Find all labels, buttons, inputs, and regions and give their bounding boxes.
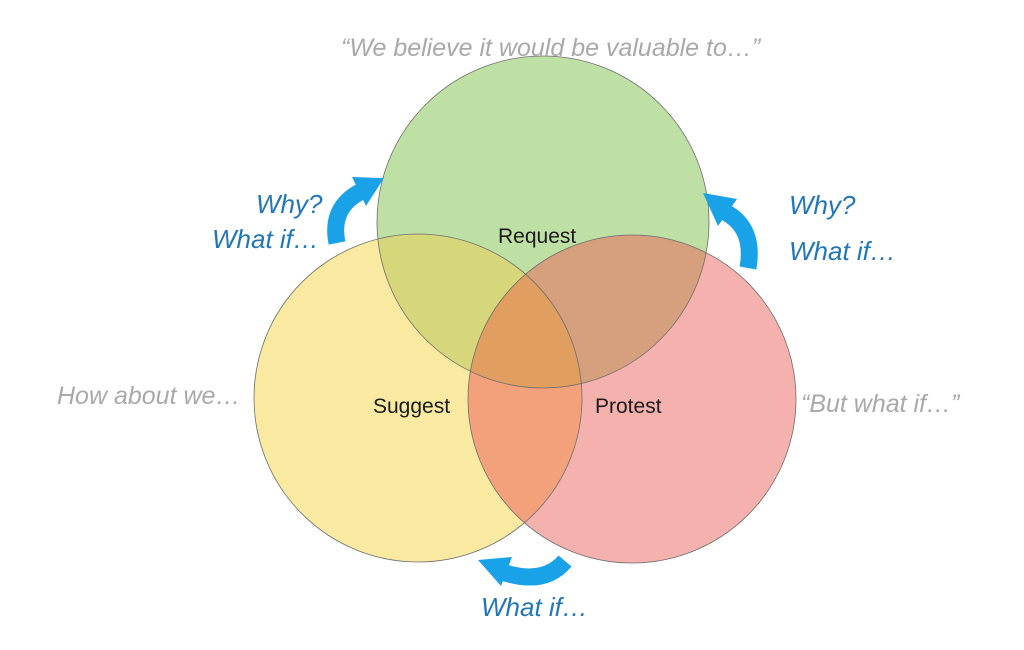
suggest-to-request-arrow-icon (327, 177, 384, 245)
protest-label: Protest (595, 395, 662, 418)
right-prompt-line1: Why? (789, 190, 856, 220)
suggest-label: Suggest (373, 395, 451, 418)
request-label: Request (498, 225, 577, 248)
top-quote: “We believe it would be valuable to…” (341, 34, 761, 62)
center-overlap (468, 235, 582, 388)
left-prompt-line2: What if… (212, 224, 319, 254)
circle-outlines (253, 55, 797, 564)
protest-to-suggest-arrow-icon (478, 555, 572, 586)
right-prompt-line2: What if… (789, 236, 896, 266)
right-quote: “But what if…” (801, 390, 960, 418)
protest-to-request-arrow-icon (703, 193, 758, 270)
bottom-prompt: What if… (481, 592, 588, 622)
left-prompt-line1: Why? (256, 189, 323, 219)
left-quote: How about we… (57, 382, 241, 410)
